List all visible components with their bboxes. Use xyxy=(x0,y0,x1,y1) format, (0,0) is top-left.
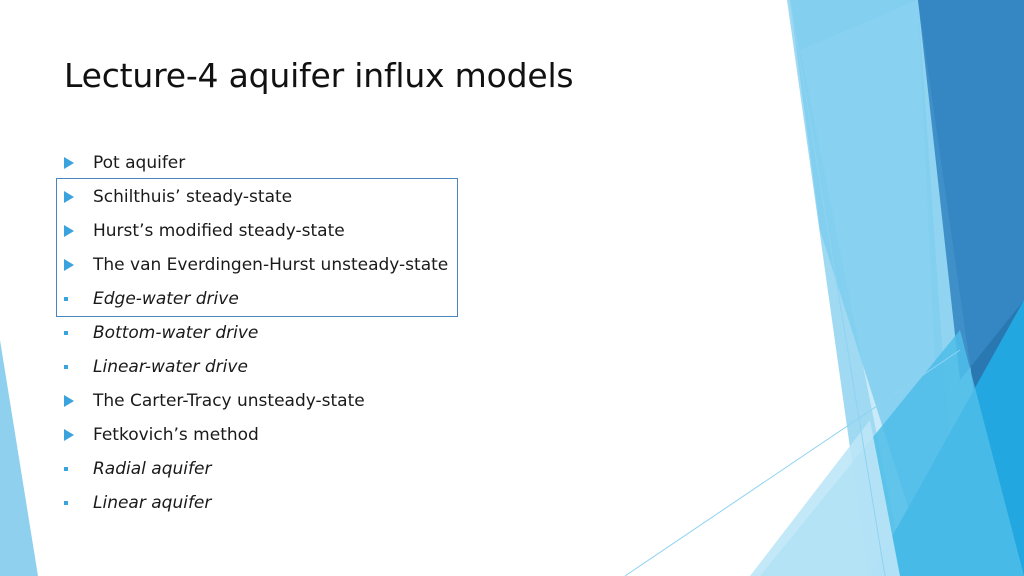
square-bullet-icon xyxy=(62,282,82,316)
triangle-bullet-icon xyxy=(62,146,82,180)
bullet-text: Linear-water drive xyxy=(93,357,248,377)
bullet-text: Hurst’s modified steady-state xyxy=(93,221,345,241)
slide-title: Lecture-4 aquifer influx models xyxy=(64,56,574,95)
bullet-text: Radial aquifer xyxy=(93,459,212,479)
triangle-bullet-icon xyxy=(62,180,82,214)
bullet-text: Pot aquifer xyxy=(93,153,186,173)
thin-accent-line xyxy=(624,349,961,576)
bullet-text: Schilthuis’ steady-state xyxy=(93,187,293,207)
triangle-bullet-icon xyxy=(62,384,82,418)
bullet-text: The van Everdingen-Hurst unsteady-state xyxy=(93,255,449,275)
bullet-text: Linear aquifer xyxy=(93,493,212,513)
bullet-text: Bottom-water drive xyxy=(93,323,259,343)
triangle-bullet-icon xyxy=(62,418,82,452)
square-bullet-icon xyxy=(62,316,82,350)
steel-blue-panel xyxy=(918,0,1024,380)
bullet-text: Fetkovich’s method xyxy=(93,425,259,445)
square-bullet-icon xyxy=(62,452,82,486)
bullet-text: The Carter-Tracy unsteady-state xyxy=(93,391,365,411)
triangle-bullet-icon xyxy=(62,248,82,282)
bullet-text: Edge-water drive xyxy=(93,289,239,309)
square-bullet-icon xyxy=(62,350,82,384)
triangle-bullet-icon xyxy=(62,214,82,248)
left-edge-shape xyxy=(0,340,38,576)
square-bullet-icon xyxy=(62,486,82,520)
light-bottom-wedge xyxy=(750,420,900,576)
thin-accent-line xyxy=(789,0,886,576)
highlight-box xyxy=(56,178,458,317)
